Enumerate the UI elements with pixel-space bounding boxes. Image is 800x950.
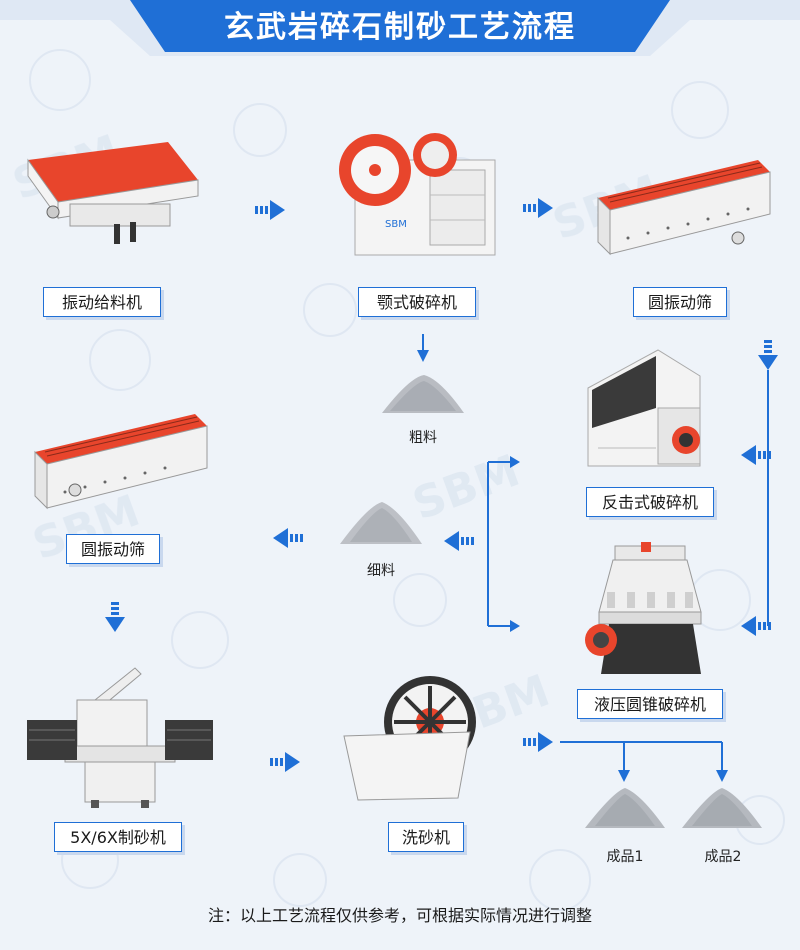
product1-pile-image [585, 788, 665, 828]
sand-washer-image [343, 676, 476, 801]
footer-note: 注：以上工艺流程仅供参考，可根据实际情况进行调整 [207, 906, 592, 925]
product2-pile-image [682, 788, 762, 828]
label-circular-screen-top: 圆振动筛 [633, 287, 727, 317]
label-cone-crusher: 液压圆锥破碎机 [577, 689, 723, 719]
cone-crusher-image [585, 542, 702, 674]
impact-crusher-image [587, 349, 701, 467]
pile-label-product1: 成品1 [606, 849, 644, 865]
pile-label-fine: 细料 [367, 563, 395, 579]
page-title: 玄武岩碎石制砂工艺流程 [224, 10, 576, 45]
pile-label-coarse: 粗料 [409, 430, 437, 446]
label-sand-maker: 5X/6X制砂机 [54, 822, 182, 852]
label-circular-screen-left: 圆振动筛 [66, 534, 160, 564]
fine-pile-image [340, 502, 422, 544]
sand-maker-image [27, 667, 213, 808]
header-band [0, 0, 800, 56]
jaw-crusher-image: SBM [339, 133, 496, 256]
svg-text:SBM: SBM [406, 445, 526, 530]
svg-text:SBM: SBM [385, 219, 407, 230]
label-sand-washer: 洗砂机 [388, 822, 464, 852]
circular-screen-top-image [597, 160, 771, 256]
coarse-pile-image [382, 375, 464, 413]
label-jaw-crusher: 颚式破碎机 [358, 287, 476, 317]
label-impact-crusher: 反击式破碎机 [586, 487, 714, 517]
vibrating-feeder-image [27, 142, 199, 244]
pile-label-product2: 成品2 [704, 849, 742, 865]
label-vibrating-feeder: 振动给料机 [43, 287, 161, 317]
circular-screen-left-image [34, 414, 208, 510]
